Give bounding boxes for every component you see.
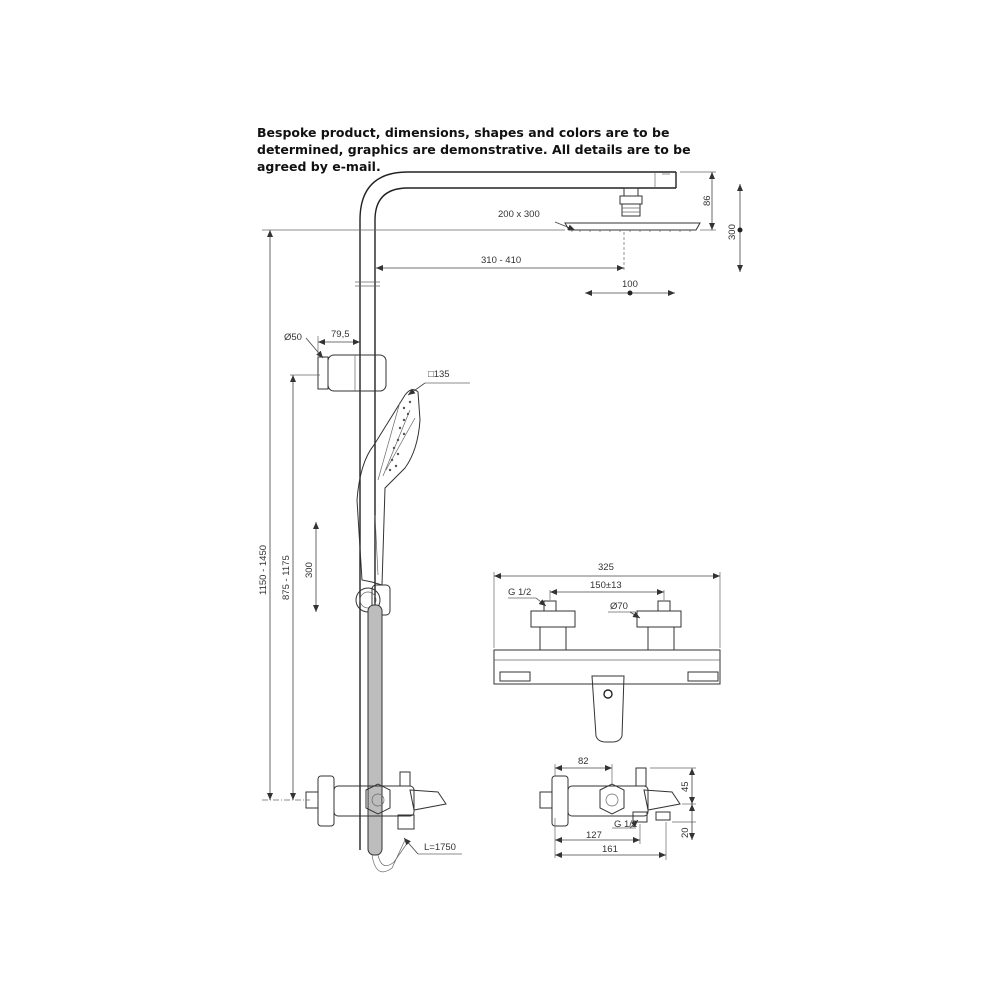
arm-offset-label: 100 bbox=[622, 279, 638, 290]
holder-height-dimension: 875 - 1175 bbox=[281, 375, 296, 800]
inlet-distance-dimension: 150±13 bbox=[549, 580, 665, 600]
side-thread-label: G 1/2 bbox=[614, 819, 637, 830]
slide-holder bbox=[290, 354, 387, 392]
disclaimer-line-3: agreed by e-mail. bbox=[257, 159, 381, 174]
side-thread-dimension: G 1/2 bbox=[612, 819, 639, 830]
mixer-width-dimension: 325 bbox=[493, 562, 721, 648]
mixer-width-label: 325 bbox=[598, 562, 614, 573]
inlet-distance-label: 150±13 bbox=[590, 580, 622, 591]
side-spout-a-label: 127 bbox=[586, 830, 602, 841]
holder-offset-label: 79,5 bbox=[331, 329, 350, 340]
disclaimer-line-2: determined, graphics are demonstrative. … bbox=[257, 142, 691, 157]
hand-shower bbox=[356, 389, 421, 586]
disclaimer-line-1: Bespoke product, dimensions, shapes and … bbox=[257, 125, 670, 140]
head-height-label: 86 bbox=[702, 195, 713, 206]
side-spout-b-dimension: 161 bbox=[555, 822, 667, 860]
arm-reach-dimension: 310 - 410 bbox=[262, 229, 624, 271]
slide-travel-dimension: 300 bbox=[304, 522, 319, 612]
mixer-top-view bbox=[493, 600, 721, 743]
eccentric-diameter-label: Ø70 bbox=[610, 601, 628, 612]
shower-column bbox=[355, 171, 677, 850]
side-height-bottom-dimension: 20 bbox=[672, 804, 696, 840]
side-depth-label: 82 bbox=[578, 756, 589, 767]
eccentric-diameter-dimension: Ø70 bbox=[608, 601, 641, 619]
total-height-label: 1150 - 1450 bbox=[258, 545, 269, 595]
hose-length-dimension: L=1750 bbox=[403, 837, 462, 855]
total-height-dimension: 1150 - 1450 bbox=[258, 230, 310, 801]
hose-length-label: L=1750 bbox=[424, 842, 456, 853]
head-height-dimension: 86 bbox=[680, 171, 716, 231]
holder-diameter-label: Ø50 bbox=[284, 332, 302, 343]
overhead-shower bbox=[564, 187, 701, 272]
bath-mixer-left bbox=[305, 771, 447, 830]
side-depth-dimension: 82 bbox=[554, 756, 613, 784]
arm-offset-dimension: 100 bbox=[585, 279, 675, 296]
head-adjust-label: 300 bbox=[727, 224, 738, 240]
holder-offset-dimension: 79,5 bbox=[317, 329, 360, 356]
head-adjust-dimension: 300 bbox=[727, 184, 743, 272]
head-size-label: 200 x 300 bbox=[498, 209, 540, 220]
handshower-size-label: □135 bbox=[428, 369, 450, 380]
slide-travel-label: 300 bbox=[304, 562, 315, 578]
head-size-dimension: 200 x 300 bbox=[498, 209, 576, 231]
side-spout-a-dimension: 127 bbox=[554, 818, 641, 858]
side-height-bottom-label: 20 bbox=[680, 827, 691, 838]
handshower-size-dimension: □135 bbox=[407, 369, 470, 396]
holder-height-label: 875 - 1175 bbox=[281, 555, 292, 600]
shower-hose bbox=[367, 604, 409, 873]
side-spout-b-label: 161 bbox=[602, 844, 618, 855]
disclaimer-text: Bespoke product, dimensions, shapes and … bbox=[257, 124, 727, 175]
mixer-side-view bbox=[539, 767, 681, 827]
holder-diameter-dimension: Ø50 bbox=[284, 332, 324, 359]
inlet-thread-dimension: G 1/2 bbox=[508, 587, 547, 607]
side-height-top-dimension: 45 bbox=[650, 767, 696, 805]
arm-reach-label: 310 - 410 bbox=[481, 255, 521, 266]
side-height-top-label: 45 bbox=[680, 781, 691, 792]
inlet-thread-label: G 1/2 bbox=[508, 587, 531, 598]
